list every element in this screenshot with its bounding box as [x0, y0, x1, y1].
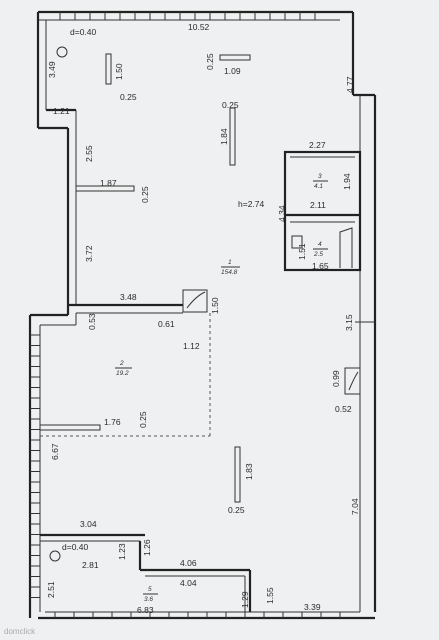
room-area: 4.1 [314, 183, 323, 190]
dim-notch-top: 1.21 [53, 106, 70, 116]
dim-right-col-w: 0.52 [335, 404, 352, 414]
room-number: 2 [119, 360, 124, 367]
dim-top-width: 10.52 [188, 22, 210, 32]
dim-room4-height: 1.51 [297, 243, 307, 260]
pipe-bottom [49, 550, 61, 562]
dim-room3-width-bottom: 2.11 [310, 200, 326, 210]
room-area: 154.8 [221, 269, 238, 276]
dim-left-step: 0.53 [87, 313, 97, 330]
pipe-top [56, 46, 68, 58]
dim-room5-width-top: 4.06 [180, 558, 197, 568]
beam-lower [234, 446, 241, 503]
dim-left-top: 3.49 [47, 61, 57, 78]
dim-right-mid: 3.15 [344, 314, 354, 331]
dim-right-col-h: 0.99 [331, 370, 341, 387]
dimension-labels: 10.52 d=0.40 3.49 1.50 0.25 0.25 1.09 4.… [46, 22, 360, 615]
room4-door [339, 227, 353, 268]
dim-left-upper: 2.55 [84, 145, 94, 162]
dim-beam-center: 0.25 [222, 100, 239, 110]
room-number: 4 [318, 241, 322, 248]
dim-room4-width: 1.65 [312, 261, 329, 271]
dim-left-lower: 6.67 [50, 443, 60, 460]
room-area: 19.2 [116, 370, 129, 377]
dim-ceiling-height: h=2.74 [238, 199, 265, 209]
room-number: 5 [148, 586, 152, 593]
room-5-label: 5 3.6 [143, 586, 158, 603]
room-labels: 1 154.8 2 19.2 3 4.1 4 2.5 5 3.6 [115, 173, 328, 603]
wall-stub-upper [75, 185, 135, 192]
dim-room5-left: 2.51 [46, 581, 56, 598]
dim-beam-top-left: 1.50 [114, 63, 124, 80]
dim-beam-lower-w: 0.25 [228, 505, 245, 515]
column-arc [186, 291, 206, 309]
dim-step-right: 1.55 [265, 587, 275, 604]
dim-bottom-right: 3.39 [304, 602, 321, 612]
room-3-label: 3 4.1 [313, 173, 328, 190]
dim-beam-lower: 1.83 [244, 463, 254, 480]
dim-wall-stub: 1.87 [100, 178, 117, 188]
dim-room5-wall-top: 3.04 [80, 519, 97, 529]
dim-col-front: 1.12 [183, 341, 200, 351]
dim-bottom-left: 6.83 [137, 605, 154, 615]
room-number: 3 [318, 173, 322, 180]
room-area: 3.6 [144, 596, 153, 603]
dim-rooms-34-height: 4.34 [277, 205, 287, 222]
dim-room5-height-a: 1.23 [117, 543, 127, 560]
dim-room5-width-bottom: 4.04 [180, 578, 197, 588]
dim-diameter-top: d=0.40 [70, 27, 97, 37]
interior-walls [39, 46, 375, 612]
dim-room3-height: 1.94 [342, 173, 352, 190]
column-right-arc [348, 371, 359, 391]
dim-right-upper: 4.77 [345, 76, 355, 93]
dim-beam-top-left-w: 0.25 [120, 92, 137, 102]
dim-col-depth: 1.50 [210, 297, 220, 314]
wall-stub-lower [39, 424, 101, 431]
dim-room5-right: 1.29 [240, 591, 250, 608]
window-marks [30, 12, 341, 618]
dim-wall-stub2: 1.76 [104, 417, 121, 427]
dim-room5-height-b: 1.26 [142, 539, 152, 556]
room-area: 2.5 [313, 251, 323, 258]
dim-wall-stub2-w: 0.25 [138, 411, 148, 428]
column-upper [182, 289, 208, 313]
dim-room5-width-inner: 2.81 [82, 560, 99, 570]
dim-beam-top-mid-w: 1.09 [224, 66, 241, 76]
beam-center [229, 107, 236, 166]
dim-diameter-bottom: d=0.40 [62, 542, 89, 552]
room-number: 1 [228, 259, 232, 266]
bathroom-block [283, 150, 362, 272]
dim-beam-center-len: 1.84 [219, 128, 229, 145]
watermark: domclick [4, 627, 36, 636]
room-2-label: 2 19.2 [115, 360, 132, 377]
dim-beam-top-mid: 0.25 [205, 53, 215, 70]
beam-top-mid [219, 54, 251, 61]
dim-right-lower: 7.04 [350, 498, 360, 515]
dim-left-mid: 3.72 [84, 245, 94, 262]
beam-top-left [105, 53, 112, 85]
room-1-label: 1 154.8 [221, 259, 240, 276]
dim-partition-wall: 3.48 [120, 292, 137, 302]
room-4-label: 4 2.5 [313, 241, 328, 258]
dim-col-w: 0.61 [158, 319, 175, 329]
room4-fixture [291, 235, 303, 249]
dim-room3-width-top: 2.27 [309, 140, 326, 150]
dim-wall-stub-w: 0.25 [140, 186, 150, 203]
